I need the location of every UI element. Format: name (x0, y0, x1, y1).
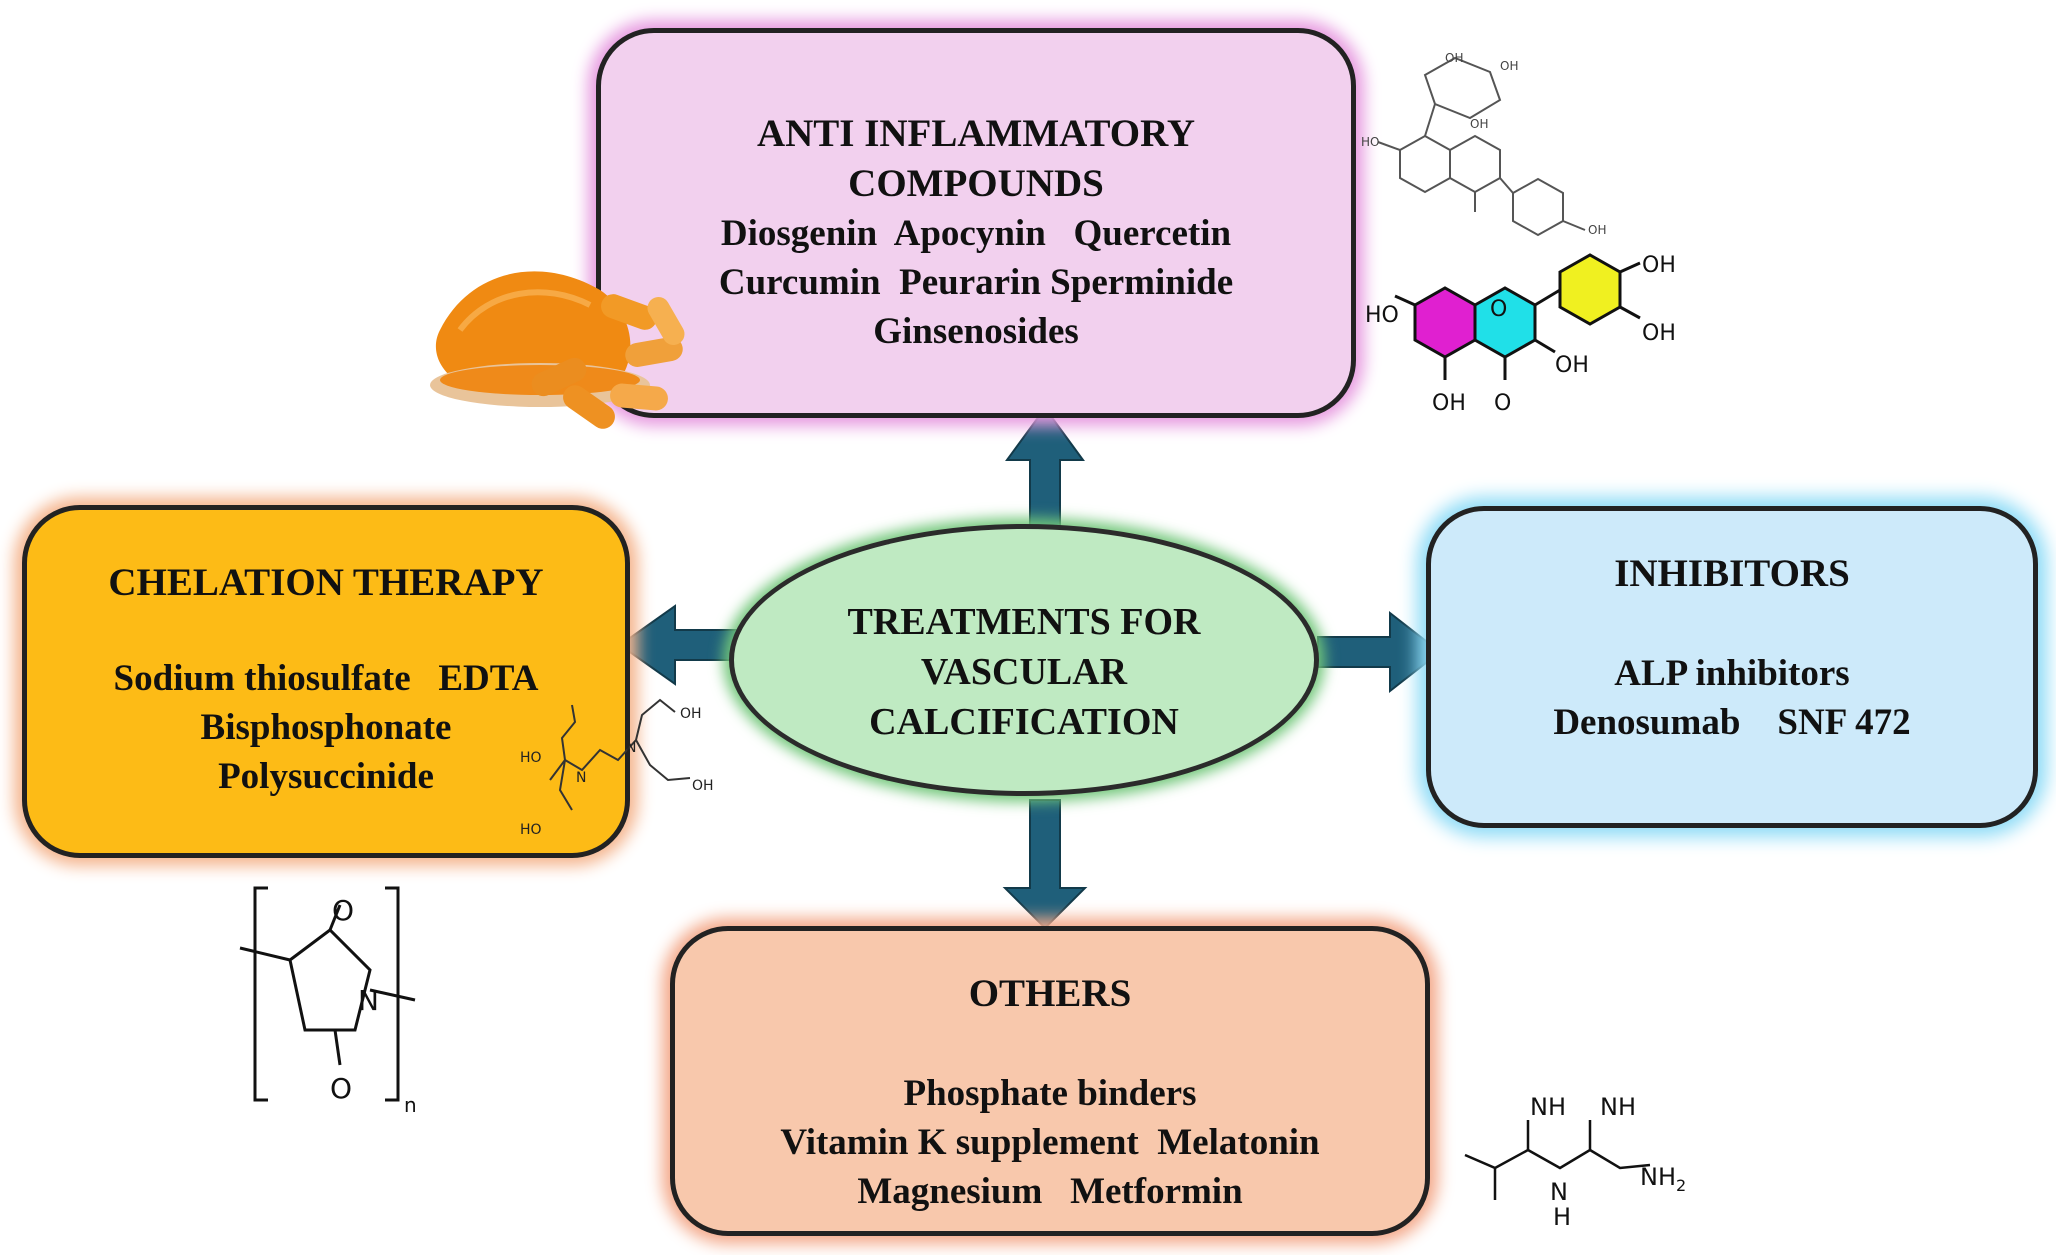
chelation-items-1: Sodium thiosulfate EDTA (113, 658, 539, 699)
anti-inflammatory-title-2: COMPOUNDS (848, 162, 1104, 205)
arrow-left (618, 604, 739, 686)
arrow-right (1317, 610, 1442, 694)
chelation-items-2: Bisphosphonate (200, 707, 452, 748)
chelation-items-3: Polysuccinide (218, 756, 434, 797)
anti-inflammatory-items-1: Diosgenin Apocynin Quercetin (720, 213, 1232, 254)
chelation-title: CHELATION THERAPY (108, 561, 544, 604)
anti-inflammatory-items-3: Ginsenosides (873, 311, 1079, 352)
anti-inflammatory-items-2: Curcumin Peurarin Sperminide (718, 262, 1234, 303)
inhibitors-box: INHIBITORS ALP inhibitors Denosumab SNF … (1426, 506, 2038, 828)
chelation-therapy-box: CHELATION THERAPY Sodium thiosulfate EDT… (22, 505, 630, 858)
others-title: OTHERS (968, 972, 1132, 1015)
center-line-2: VASCULAR (920, 651, 1128, 693)
anti-inflammatory-box: ANTI INFLAMMATORY COMPOUNDS Diosgenin Ap… (596, 28, 1356, 418)
others-box: OTHERS Phosphate binders Vitamin K suppl… (670, 926, 1430, 1236)
center-ellipse: TREATMENTS FOR VASCULAR CALCIFICATION (729, 524, 1319, 796)
inhibitors-items-1: ALP inhibitors (1614, 653, 1850, 694)
center-line-3: CALCIFICATION (869, 701, 1179, 743)
arrow-up (1005, 406, 1085, 533)
anti-inflammatory-title-1: ANTI INFLAMMATORY (756, 112, 1196, 155)
inhibitors-items-2: Denosumab SNF 472 (1553, 702, 1911, 743)
others-items-3: Magnesium Metformin (857, 1171, 1243, 1212)
center-line-1: TREATMENTS FOR (847, 601, 1201, 643)
arrow-down (1002, 799, 1088, 930)
inhibitors-title: INHIBITORS (1614, 552, 1850, 595)
others-items-1: Phosphate binders (903, 1073, 1197, 1114)
others-items-2: Vitamin K supplement Melatonin (780, 1122, 1320, 1163)
